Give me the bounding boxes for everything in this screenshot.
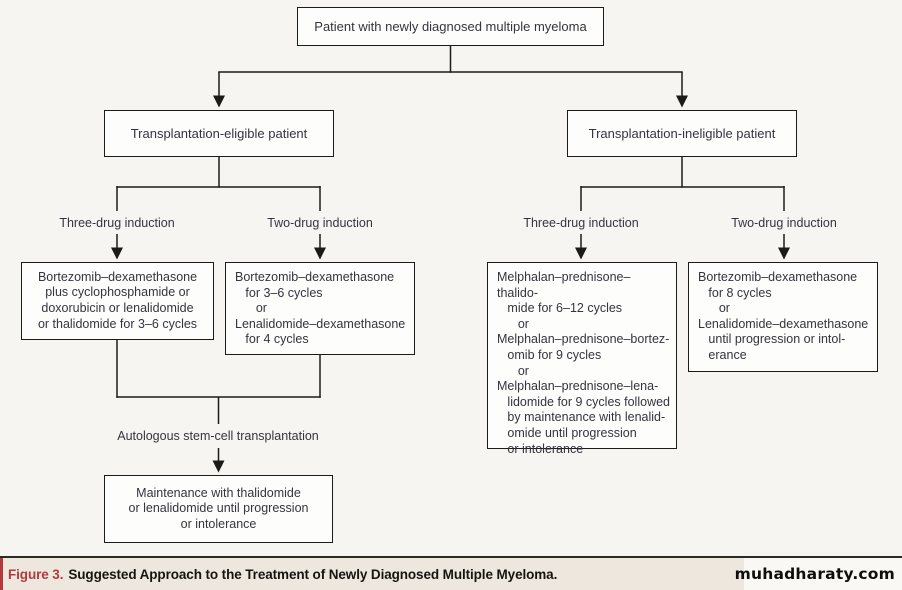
eligible-two-drug-label: Two-drug induction — [267, 216, 373, 230]
maintenance-box-text: Maintenance with thalidomide or lenalido… — [128, 485, 309, 531]
ineligible-box-text: Transplantation-ineligible patient — [588, 125, 776, 141]
eligible-three-drug-label: Three-drug induction — [59, 216, 175, 230]
root-box: Patient with newly diagnosed multiple my… — [297, 7, 604, 46]
eligible-three-drug-box: Bortezomib–dexamethasone plus cyclophosp… — [21, 262, 214, 340]
figure-title: Suggested Approach to the Treatment of N… — [68, 566, 558, 582]
watermark-text: muhadharaty.com — [734, 565, 895, 583]
figure-number-label: Figure 3. — [8, 566, 64, 582]
watermark-patch: muhadharaty.com — [735, 558, 902, 590]
ineligible-two-drug-label: Two-drug induction — [731, 216, 837, 230]
ineligible-three-drug-box-text: Melphalan–prednisone–thalido- mide for 6… — [497, 270, 670, 456]
figure-caption: Figure 3. Suggested Approach to the Trea… — [8, 558, 557, 590]
maintenance-box: Maintenance with thalidomide or lenalido… — [104, 475, 333, 543]
caption-red-bar — [0, 558, 3, 590]
ineligible-three-drug-box: Melphalan–prednisone–thalido- mide for 6… — [487, 262, 677, 456]
root-box-text: Patient with newly diagnosed multiple my… — [314, 18, 587, 34]
asct-label: Autologous stem-cell transplantation — [117, 429, 319, 443]
ineligible-two-drug-box-text: Bortezomib–dexamethasone for 8 cycles or… — [698, 270, 869, 362]
ineligible-box: Transplantation-ineligible patient — [567, 110, 797, 157]
eligible-box-text: Transplantation-eligible patient — [130, 125, 308, 141]
ineligible-three-drug-label: Three-drug induction — [523, 216, 639, 230]
eligible-box: Transplantation-eligible patient — [104, 110, 334, 157]
eligible-three-drug-box-text: Bortezomib–dexamethasone plus cyclophosp… — [37, 269, 198, 331]
connector-arrow-lines — [111, 72, 790, 473]
eligible-two-drug-box: Bortezomib–dexamethasone for 3–6 cycles … — [225, 262, 415, 355]
caption-band: Figure 3. Suggested Approach to the Trea… — [0, 556, 902, 590]
ineligible-two-drug-box: Bortezomib–dexamethasone for 8 cycles or… — [688, 262, 878, 372]
connector-plain-lines — [116, 46, 785, 424]
eligible-two-drug-box-text: Bortezomib–dexamethasone for 3–6 cycles … — [235, 270, 406, 347]
